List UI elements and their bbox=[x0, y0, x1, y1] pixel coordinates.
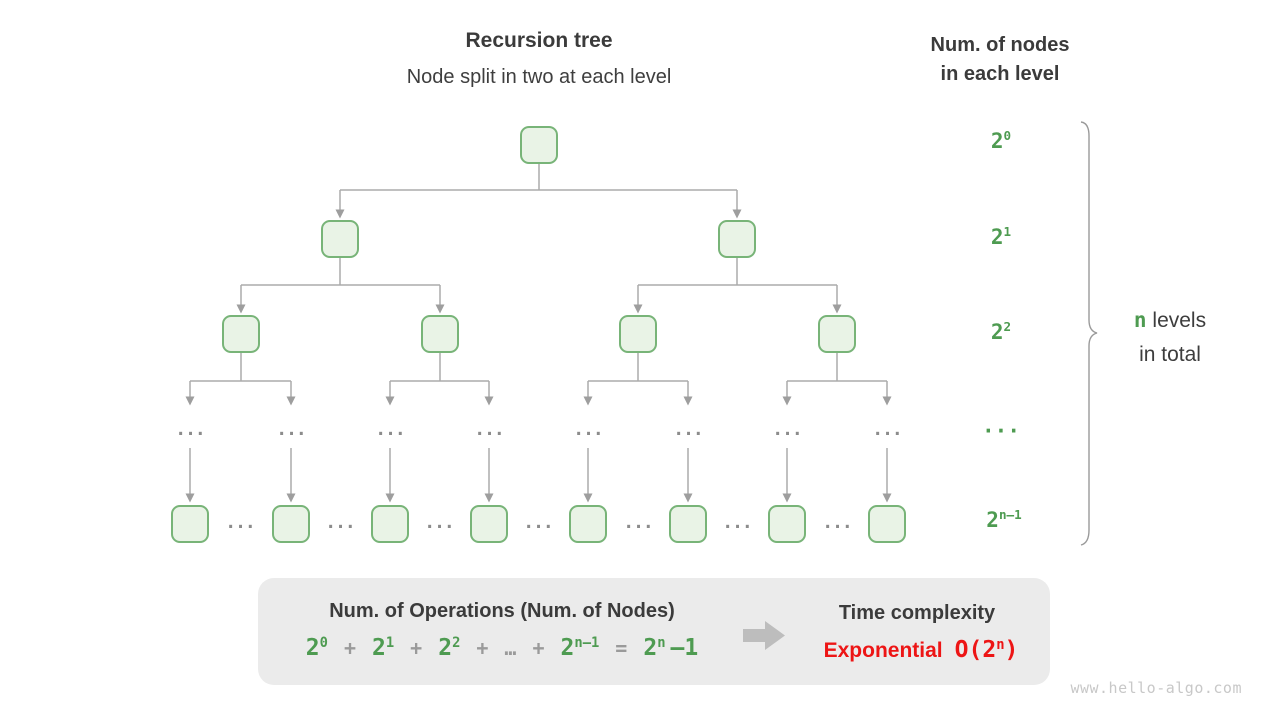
tree-node bbox=[470, 505, 508, 543]
ellipsis: ··· bbox=[673, 423, 703, 445]
formula-token: + bbox=[476, 636, 489, 660]
big-o-notation: O(2n) bbox=[954, 636, 1019, 663]
formula-token: 2n–1 bbox=[560, 634, 600, 661]
ellipsis: ··· bbox=[573, 423, 603, 445]
formula-superscript: 1 bbox=[385, 634, 395, 651]
n-highlight: n bbox=[1133, 308, 1147, 332]
tree-node bbox=[272, 505, 310, 543]
formula-token: 21 bbox=[371, 634, 395, 661]
formula-superscript: n–1 bbox=[574, 634, 600, 651]
levels-total-note: n levels in total bbox=[1134, 303, 1206, 372]
formula-token: … bbox=[504, 636, 517, 660]
ellipsis: ··· bbox=[424, 516, 454, 538]
level-count-ellipsis: ··· bbox=[982, 419, 1020, 443]
formula-token: 2n bbox=[643, 634, 666, 661]
formula-superscript: 2 bbox=[452, 634, 461, 651]
formula-token: + bbox=[343, 636, 356, 660]
nodes-per-level-header: Num. of nodes in each level bbox=[931, 31, 1070, 89]
brace-icon bbox=[1080, 121, 1098, 546]
ellipsis: ··· bbox=[276, 423, 306, 445]
ellipsis: ··· bbox=[375, 423, 405, 445]
watermark: www.hello-algo.com bbox=[1070, 679, 1242, 697]
complexity-title: Time complexity bbox=[838, 602, 996, 624]
tree-node bbox=[768, 505, 806, 543]
ellipsis: ··· bbox=[872, 423, 902, 445]
levels-total-line1: n levels bbox=[1133, 308, 1207, 332]
ellipsis: ··· bbox=[225, 516, 255, 538]
page-subtitle: Node split in two at each level bbox=[406, 66, 672, 88]
tree-node bbox=[868, 505, 906, 543]
nodes-per-level-header-line1: Num. of nodes bbox=[930, 34, 1070, 56]
tree-node bbox=[669, 505, 707, 543]
ellipsis: ··· bbox=[523, 516, 553, 538]
ellipsis: ··· bbox=[623, 516, 653, 538]
complexity-label: Exponential bbox=[823, 639, 943, 662]
formula: 20+21+22+…+2n–1=2n–1 bbox=[306, 635, 698, 661]
tree-node bbox=[421, 315, 459, 353]
tree-node bbox=[171, 505, 209, 543]
ellipsis: ··· bbox=[822, 516, 852, 538]
formula-token: + bbox=[410, 636, 423, 660]
formula-superscript: 0 bbox=[319, 634, 328, 651]
tree-node bbox=[569, 505, 607, 543]
page-title: Recursion tree bbox=[465, 29, 613, 52]
formula-token: + bbox=[532, 636, 545, 660]
summary-box bbox=[258, 578, 1050, 685]
ellipsis: ··· bbox=[772, 423, 802, 445]
level-count-last: 2n–1 bbox=[986, 507, 1022, 532]
tree-node bbox=[718, 220, 756, 258]
level-count-0: 20 bbox=[990, 128, 1012, 153]
formula-token: 22 bbox=[438, 634, 461, 661]
levels-total-line2: in total bbox=[1139, 343, 1201, 366]
formula-token: –1 bbox=[670, 635, 699, 661]
formula-token: = bbox=[615, 636, 628, 660]
ellipsis: ··· bbox=[722, 516, 752, 538]
formula-superscript: n bbox=[657, 634, 666, 651]
level-count-2: 22 bbox=[990, 319, 1012, 344]
level-count-1: 21 bbox=[990, 224, 1012, 249]
nodes-per-level-header-line2: in each level bbox=[940, 63, 1060, 85]
ellipsis: ··· bbox=[175, 423, 205, 445]
operations-title: Num. of Operations (Num. of Nodes) bbox=[329, 600, 675, 622]
tree-node bbox=[818, 315, 856, 353]
tree-node bbox=[321, 220, 359, 258]
tree-node bbox=[371, 505, 409, 543]
formula-token: 20 bbox=[305, 634, 328, 661]
ellipsis: ··· bbox=[474, 423, 504, 445]
tree-node bbox=[222, 315, 260, 353]
ellipsis: ··· bbox=[325, 516, 355, 538]
complexity-value: Exponential O(2n) bbox=[824, 637, 1019, 663]
tree-node bbox=[520, 126, 558, 164]
tree-node bbox=[619, 315, 657, 353]
